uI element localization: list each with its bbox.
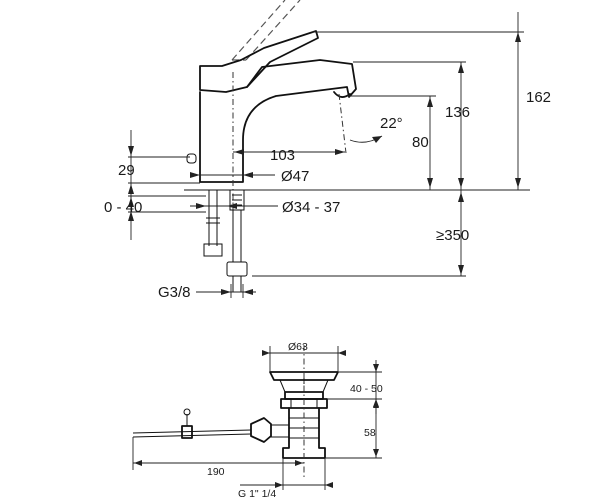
label-29: 29	[118, 162, 135, 179]
dim-34-37-line	[190, 203, 278, 209]
dim-190-line	[132, 437, 304, 470]
faucet-body	[199, 59, 357, 183]
mounting-shank	[203, 190, 223, 257]
label-g114: G 1" 1/4	[238, 488, 276, 500]
dim-0-40-line	[128, 195, 206, 240]
label-103: 103	[270, 147, 295, 164]
dim-58-line	[325, 399, 382, 459]
label-0-40: 0 - 40	[104, 199, 142, 216]
dim-103-line	[233, 149, 345, 155]
dim-80-line	[347, 95, 436, 190]
waste-plug	[269, 371, 339, 381]
label-80: 80	[412, 134, 429, 151]
dim-o63-line	[262, 346, 346, 372]
dim-47-line	[190, 172, 275, 178]
dim-29-line	[128, 130, 200, 200]
label-58: 58	[364, 427, 376, 439]
lever-raised-outline	[231, 0, 301, 61]
dim-350-line	[252, 190, 466, 277]
label-40-50: 40 - 50	[350, 383, 383, 395]
label-o47: Ø47	[281, 168, 309, 185]
label-22deg: 22°	[380, 115, 403, 132]
dim-136-line	[353, 61, 466, 190]
linkage-housing	[250, 417, 272, 443]
dim-162-line	[312, 12, 524, 190]
faucet-side-view: 162 136 80 22° 103 29 Ø47 0 - 40 Ø34 - 3…	[104, 0, 551, 301]
dim-g38-line	[196, 284, 256, 298]
label-190: 190	[207, 466, 225, 478]
dim-angle-arc	[349, 135, 383, 143]
label-o63: Ø63	[288, 341, 308, 353]
label-o34-37: Ø34 - 37	[282, 199, 340, 216]
waste-assembly-view: Ø63 40 - 50 58 190 G 1" 1/4	[132, 341, 383, 500]
spout-outlet	[333, 91, 351, 98]
label-350: ≥350	[436, 227, 469, 244]
label-g38: G3/8	[158, 284, 191, 301]
label-136: 136	[445, 104, 470, 121]
outlet-centerline	[338, 93, 347, 154]
label-162: 162	[526, 89, 551, 106]
dim-g114-line	[240, 458, 333, 490]
lever-handle	[199, 30, 319, 93]
lift-rod-knob	[186, 153, 197, 164]
